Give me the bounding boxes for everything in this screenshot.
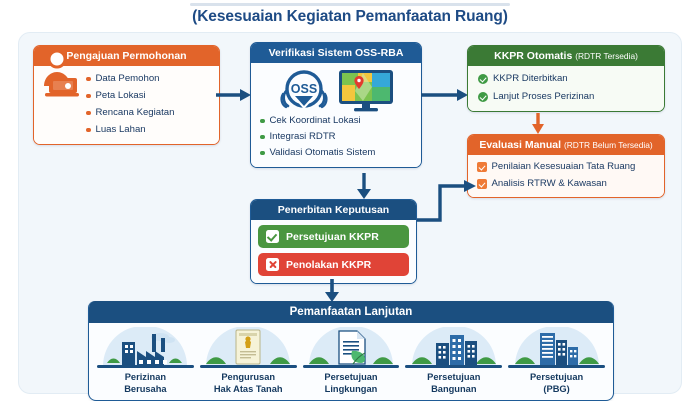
label-line-2: Berusaha: [124, 383, 167, 394]
arrow-decision-to-manual: [398, 180, 476, 222]
card-manual-header: Evaluasi Manual (RDTR Belum Tersedia): [468, 135, 664, 156]
list-item: Lanjut Proses Perizinan: [478, 91, 654, 103]
panel-utilization: Pemanfaatan Lanjutan: [88, 301, 614, 401]
card-manual-title: Evaluasi Manual: [479, 139, 562, 151]
arrow-automatic-to-manual: [532, 113, 544, 134]
utilization-illustration: [505, 327, 608, 371]
list-item: Validasi Otomatis Sistem: [260, 147, 412, 159]
list-item-label: Peta Lokasi: [95, 90, 146, 102]
list-item: Rencana Kegiatan: [86, 107, 211, 119]
label-line-2: (PBG): [543, 383, 570, 394]
decision-approve-row[interactable]: Persetujuan KKPR: [258, 225, 409, 249]
utilization-items: Perizinan Berusaha: [89, 323, 613, 395]
map-monitor-icon: [339, 70, 393, 112]
list-item[interactable]: Persetujuan (PBG): [505, 327, 608, 395]
label-line-2: Lingkungan: [324, 383, 378, 394]
card-application[interactable]: Pengajuan Permohonan Data Pemohon Peta L…: [33, 45, 220, 146]
check-square-icon: [477, 162, 487, 172]
utilization-item-label: Persetujuan (PBG): [505, 371, 608, 395]
card-manual-note: (RDTR Belum Tersedia): [563, 140, 653, 150]
card-decision[interactable]: Penerbitan Keputusan Persetujuan KKPR Pe…: [250, 199, 417, 285]
list-item-label: Penilaian Kesesuaian Tata Ruang: [491, 161, 636, 173]
ground-line: [405, 365, 503, 368]
arrow-decision-to-utilization: [325, 279, 339, 302]
list-item-label: Data Pemohon: [95, 73, 160, 85]
list-item-label: Integrasi RDTR: [269, 131, 336, 143]
label-line-2: Hak Atas Tanah: [213, 383, 283, 394]
ground-line: [302, 365, 400, 368]
person-laptop-icon: [44, 50, 79, 97]
utilization-item-label: Persetujuan Lingkungan: [300, 371, 403, 395]
label-line-2: Bangunan: [431, 383, 477, 394]
title-divider: [190, 3, 510, 6]
ground-line: [199, 365, 297, 368]
check-square-icon: [477, 179, 487, 189]
utilization-illustration: [197, 327, 300, 371]
bullet-dot-icon: [86, 93, 91, 99]
label-line-1: Perizinan: [124, 372, 167, 382]
check-circle-icon: [478, 74, 488, 85]
card-automatic-note: (RDTR Tersedia): [575, 51, 638, 61]
list-item-label: Validasi Otomatis Sistem: [269, 147, 376, 159]
list-item-label: KKPR Diterbitkan: [493, 73, 568, 85]
card-application-header: Pengajuan Permohonan: [34, 46, 219, 67]
utilization-illustration: [94, 327, 197, 371]
bullet-dot-icon: [86, 110, 91, 116]
bullet-dot-icon: [260, 134, 265, 140]
label-line-1: Persetujuan: [529, 372, 584, 382]
oss-logo-icon: OSS: [280, 70, 328, 110]
list-item[interactable]: Persetujuan Bangunan: [402, 327, 505, 395]
check-circle-icon: [478, 92, 488, 103]
list-item: KKPR Diterbitkan: [478, 73, 654, 85]
list-item[interactable]: Pengurusan Hak Atas Tanah: [197, 327, 300, 395]
card-automatic-header: KKPR Otomatis (RDTR Tersedia): [468, 46, 664, 67]
arrow-verification-to-automatic: [421, 89, 468, 101]
list-item-label: Lanjut Proses Perizinan: [493, 91, 595, 103]
list-item[interactable]: Perizinan Berusaha: [94, 327, 197, 395]
list-item-label: Cek Koordinat Lokasi: [269, 115, 361, 127]
decision-reject-label: Penolakan KKPR: [286, 258, 372, 271]
list-item: Cek Koordinat Lokasi: [260, 115, 412, 127]
bullet-dot-icon: [86, 127, 91, 133]
svg-text:OSS: OSS: [291, 82, 317, 96]
utilization-illustration: [402, 327, 505, 371]
list-item: Data Pemohon: [86, 73, 211, 85]
card-automatic-title: KKPR Otomatis: [494, 50, 573, 62]
list-item-label: Rencana Kegiatan: [95, 107, 175, 119]
arrow-verification-to-decision: [357, 173, 371, 199]
list-item: Analisis RTRW & Kawasan: [477, 178, 655, 190]
decision-reject-row[interactable]: Penolakan KKPR: [258, 253, 409, 277]
label-line-1: Persetujuan: [427, 372, 481, 382]
utilization-item-label: Perizinan Berusaha: [94, 371, 197, 395]
utilization-item-label: Pengurusan Hak Atas Tanah: [197, 371, 300, 395]
list-item-label: Luas Lahan: [95, 124, 146, 136]
check-icon: [266, 230, 279, 244]
utilization-item-label: Persetujuan Bangunan: [402, 371, 505, 395]
list-item: Penilaian Kesesuaian Tata Ruang: [477, 161, 655, 173]
card-verification-header: Verifikasi Sistem OSS-RBA: [251, 43, 421, 64]
list-item-label: Analisis RTRW & Kawasan: [491, 178, 607, 190]
list-item: Integrasi RDTR: [260, 131, 412, 143]
arrow-application-to-verification: [216, 89, 251, 101]
card-decision-header: Penerbitan Keputusan: [251, 200, 416, 221]
bullet-dot-icon: [260, 118, 265, 124]
list-item: Peta Lokasi: [86, 90, 211, 102]
bullet-dot-icon: [86, 76, 91, 82]
utilization-illustration: [300, 327, 403, 371]
list-item: Luas Lahan: [86, 124, 211, 136]
card-manual-evaluation[interactable]: Evaluasi Manual (RDTR Belum Tersedia) Pe…: [467, 134, 665, 199]
label-line-1: Persetujuan: [324, 372, 378, 382]
card-verification[interactable]: Verifikasi Sistem OSS-RBA OSS: [250, 42, 422, 169]
page-title: (Kesesuaian Kegiatan Pemanfaatan Ruang): [192, 8, 508, 25]
card-automatic-kkpr[interactable]: KKPR Otomatis (RDTR Tersedia) KKPR Diter…: [467, 45, 665, 113]
list-item[interactable]: Persetujuan Lingkungan: [300, 327, 403, 395]
cross-icon: [266, 258, 279, 272]
ground-line: [508, 365, 605, 368]
utilization-header: Pemanfaatan Lanjutan: [89, 301, 613, 323]
label-line-1: Pengurusan: [221, 372, 276, 382]
bullet-dot-icon: [260, 150, 265, 156]
decision-approve-label: Persetujuan KKPR: [286, 230, 379, 243]
ground-line: [97, 365, 194, 368]
